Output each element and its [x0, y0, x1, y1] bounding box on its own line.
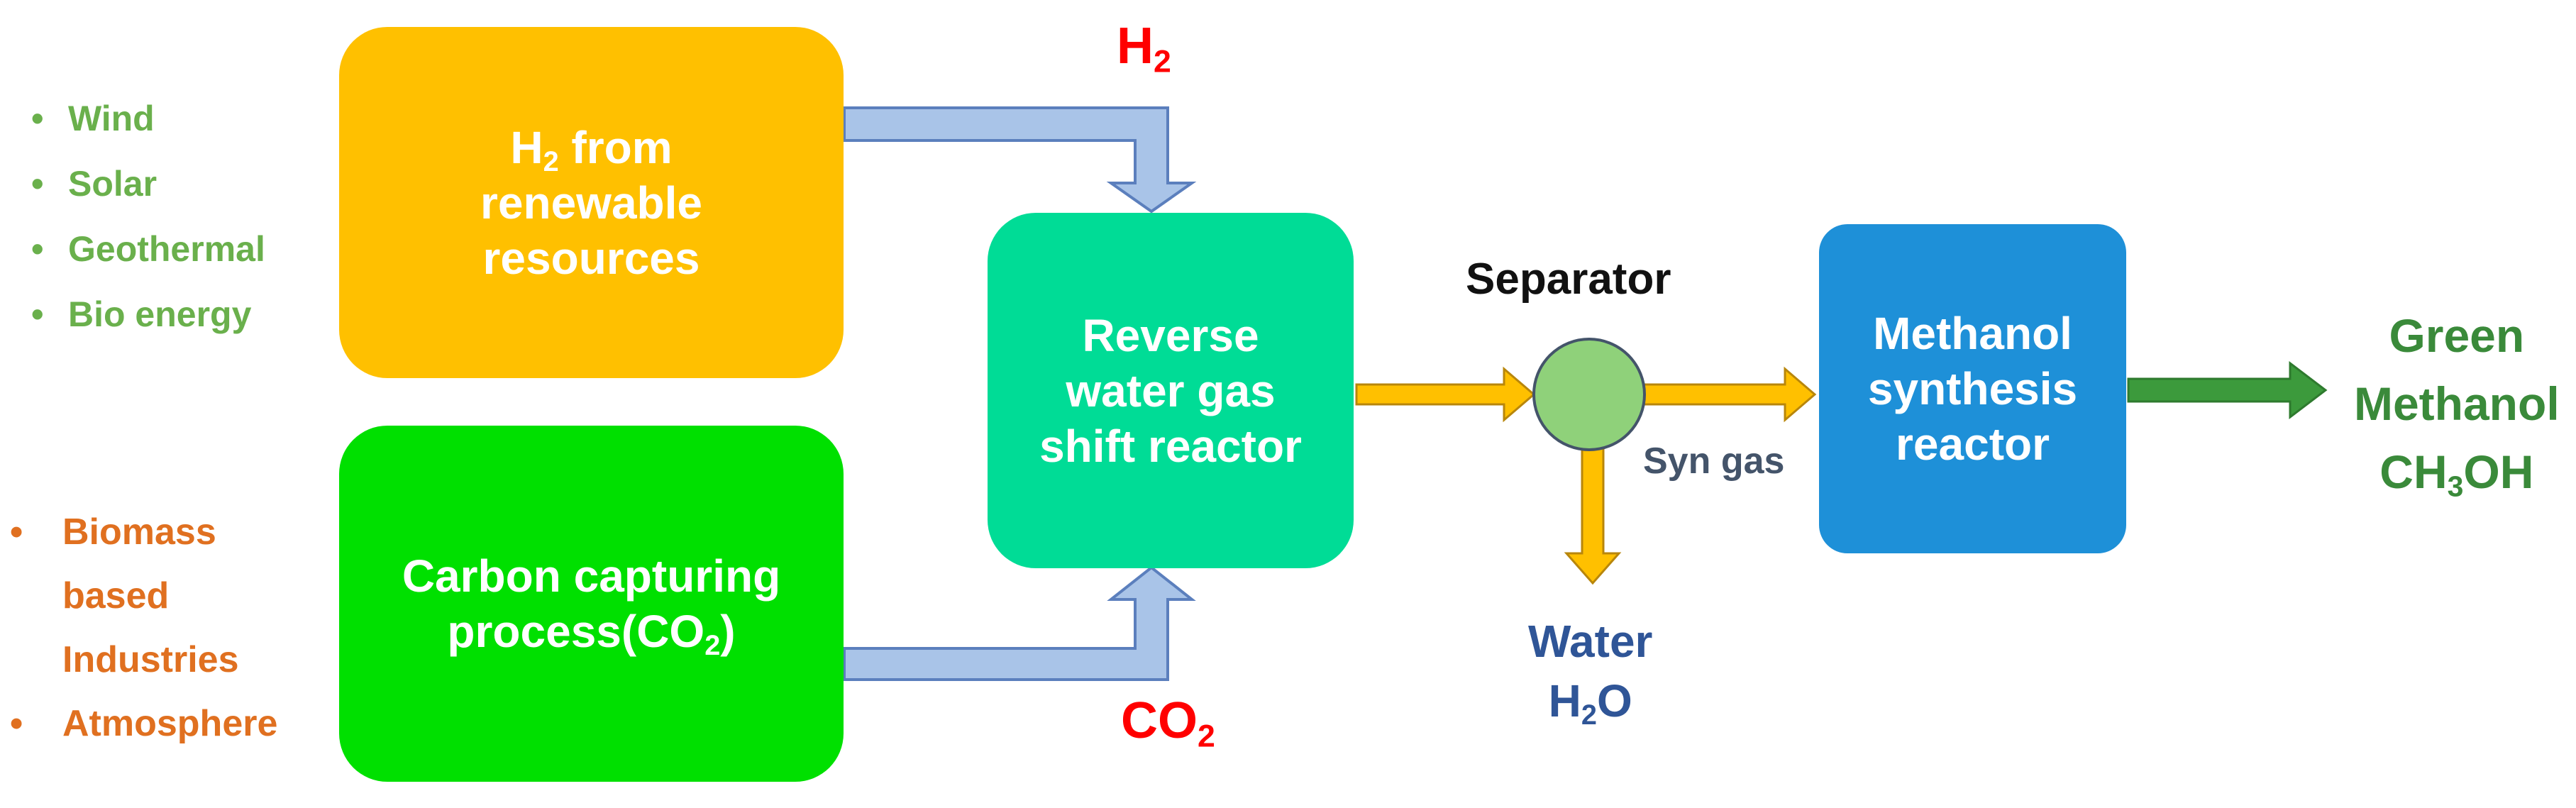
h2-box-line3: resources [482, 232, 700, 284]
rwgs-box-label: Reverse water gas shift reactor [1039, 308, 1302, 474]
co2-box-label: Carbon capturing process(CO2) [402, 548, 781, 662]
carbon-source-line: Industries [62, 639, 239, 680]
water-label: Water [1528, 616, 1653, 667]
carbon-source-line: Atmosphere [62, 703, 278, 744]
h2-box-line2: renewable [480, 177, 703, 228]
co2-feed-pipe [843, 565, 1196, 681]
separator-to-water-arrow [1564, 447, 1622, 585]
carbon-sources-list: Biomass based Industries Atmosphere [7, 500, 277, 756]
rwgs-box-line3: shift reactor [1039, 420, 1302, 472]
renewable-source-item: Wind [28, 86, 265, 151]
meoh-box-line3: reactor [1896, 419, 2050, 470]
renewable-source-item: Geothermal [28, 216, 265, 282]
rwgs-reactor-box: Reverse water gas shift reactor [988, 213, 1354, 568]
co2-box-line1: Carbon capturing [402, 550, 781, 602]
renewable-source-item: Solar [28, 151, 265, 216]
separator-node [1532, 338, 1646, 451]
renewable-sources-list: Wind Solar Geothermal Bio energy [28, 86, 265, 347]
carbon-source-item: Atmosphere [7, 692, 277, 756]
methanol-reactor-box: Methanol synthesis reactor [1819, 224, 2126, 553]
meoh-box-line1: Methanol [1873, 308, 2072, 359]
carbon-capture-box: Carbon capturing process(CO2) [339, 426, 844, 782]
h2-feed-pipe [843, 106, 1197, 214]
renewable-source-item: Bio energy [28, 282, 265, 347]
h2-box-line1: H2 from [510, 121, 673, 177]
carbon-source-continuation: Industries [7, 628, 277, 692]
output-line2: Methanol [2354, 377, 2560, 430]
rwgs-box-line1: Reverse [1082, 309, 1259, 361]
output-formula: CH3OH [2379, 445, 2534, 503]
carbon-source-line: based [62, 575, 170, 616]
h2-input-label: H2 [1117, 18, 1171, 79]
green-methanol-label: Green Methanol CH3OH [2354, 301, 2560, 506]
output-line1: Green [2389, 309, 2525, 362]
separator-to-reactor-arrow [1642, 366, 1817, 423]
water-formula: H2O [1548, 675, 1632, 731]
rwgs-box-line2: water gas [1066, 365, 1276, 416]
co2-input-label: CO2 [1121, 692, 1215, 754]
separator-label: Separator [1466, 255, 1671, 304]
h2-box-label: H2 from renewable resources [480, 120, 702, 286]
syngas-label: Syn gas [1643, 441, 1785, 482]
carbon-source-continuation: based [7, 564, 277, 628]
output-arrow [2127, 360, 2328, 420]
carbon-source-line: Biomass [62, 511, 216, 553]
meoh-box-line2: synthesis [1867, 363, 2078, 414]
carbon-source-item: Biomass [7, 500, 277, 564]
h2-renewable-box: H2 from renewable resources [339, 27, 844, 378]
meoh-box-label: Methanol synthesis reactor [1868, 306, 2077, 472]
rwgs-to-separator-arrow [1355, 366, 1536, 423]
water-output-label: Water H2O [1528, 611, 1652, 731]
co2-box-line2: process(CO2) [447, 606, 736, 662]
